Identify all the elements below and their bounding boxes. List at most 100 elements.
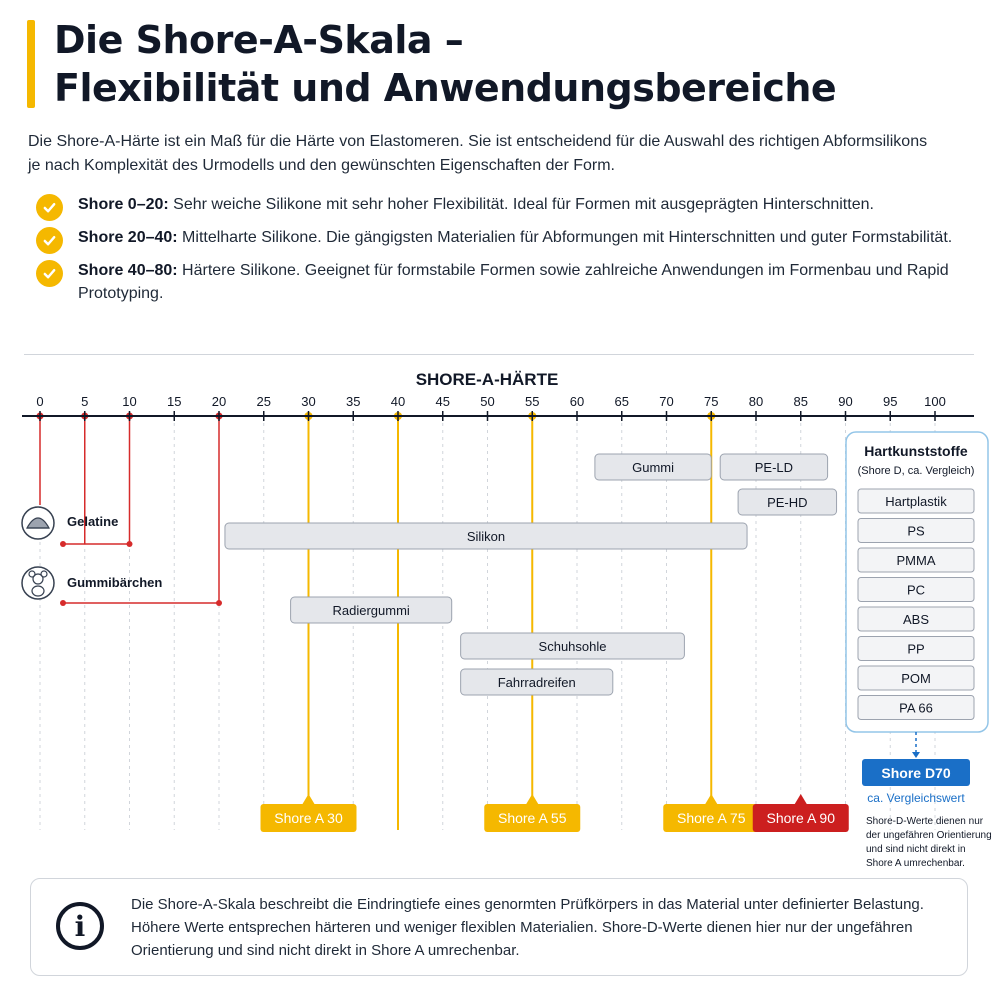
bullet-text: Härtere Silikone. Geeignet für formstabi… bbox=[78, 262, 949, 302]
gummy-bear-label: Gummibärchen bbox=[67, 575, 162, 590]
shore-d-note-line: Shore-D-Werte dienen nur bbox=[866, 816, 984, 827]
section-divider bbox=[24, 354, 974, 355]
range-bar bbox=[594, 453, 712, 481]
bullet-label: Shore 40–80: bbox=[78, 262, 178, 279]
tick-label: 80 bbox=[749, 394, 763, 409]
check-icon bbox=[36, 194, 63, 221]
tick-label: 35 bbox=[346, 394, 360, 409]
hard-plastic-label: PC bbox=[907, 583, 925, 598]
tick-label: 90 bbox=[838, 394, 852, 409]
connector-arrow bbox=[912, 752, 920, 758]
marker-badge-pointer bbox=[526, 794, 539, 804]
tick-label: 70 bbox=[659, 394, 673, 409]
range-label: Schuhsohle bbox=[539, 639, 607, 654]
gummy-bear-icon bbox=[21, 566, 55, 600]
hard-plastic-label: PS bbox=[907, 524, 925, 539]
shore-d-badge-label: Shore D70 bbox=[881, 765, 950, 781]
soft-range-dot bbox=[60, 541, 66, 547]
bullet-text: Mittelharte Silikone. Die gängigsten Mat… bbox=[177, 229, 953, 246]
hard-plastic-label: PMMA bbox=[897, 553, 936, 568]
tick-label: 45 bbox=[436, 394, 450, 409]
hard-plastic-label: Hartplastik bbox=[885, 494, 947, 509]
tick-label: 75 bbox=[704, 394, 718, 409]
hard-plastic-item bbox=[857, 518, 975, 543]
hard-plastic-item bbox=[857, 577, 975, 602]
marker-badge-label: Shore A 75 bbox=[677, 810, 746, 826]
page-title: Die Shore-A-Skala – Flexibilität und Anw… bbox=[54, 16, 837, 112]
bullet-item: Shore 20–40: Mittelharte Silikone. Die g… bbox=[36, 226, 966, 254]
hard-plastic-item bbox=[857, 606, 975, 632]
intro-paragraph: Die Shore-A-Härte ist ein Maß für die Hä… bbox=[28, 133, 928, 174]
tick-label: 15 bbox=[167, 394, 181, 409]
hard-plastic-label: PP bbox=[907, 642, 924, 657]
shore-d-note-line: und sind nicht direkt in bbox=[866, 844, 966, 855]
tick-label: 30 bbox=[301, 394, 315, 409]
range-bar bbox=[719, 453, 829, 481]
title-line-1: Die Shore-A-Skala – bbox=[54, 18, 464, 62]
shore-d-caption: ca. Vergleichswert bbox=[867, 791, 965, 805]
marker-badge-pointer bbox=[705, 794, 718, 804]
range-label: Silikon bbox=[467, 529, 505, 544]
hard-plastic-item bbox=[857, 636, 975, 661]
gelatine-label: Gelatine bbox=[67, 514, 118, 529]
range-label: PE-LD bbox=[755, 460, 793, 475]
bullet-item: Shore 0–20: Sehr weiche Silikone mit seh… bbox=[36, 193, 966, 221]
info-text: Die Shore-A-Skala beschreibt die Eindrin… bbox=[131, 896, 924, 959]
soft-range-dot bbox=[60, 600, 66, 606]
soft-material-lines bbox=[36, 412, 223, 606]
marker-badge-pointer bbox=[302, 794, 315, 804]
check-icon bbox=[36, 260, 63, 287]
marker-badge-label: Shore A 90 bbox=[766, 810, 835, 826]
tick-label: 65 bbox=[615, 394, 629, 409]
bullet-text: Sehr weiche Silikone mit sehr hoher Flex… bbox=[168, 196, 874, 213]
range-label: Radiergummi bbox=[332, 603, 409, 618]
shore-d-badge bbox=[862, 759, 970, 786]
hard-plastic-item bbox=[857, 695, 975, 720]
range-bar bbox=[460, 668, 614, 696]
hard-plastic-label: POM bbox=[901, 671, 931, 686]
range-bar bbox=[224, 522, 748, 550]
tick-label: 10 bbox=[122, 394, 136, 409]
marker-badge-label: Shore A 30 bbox=[274, 810, 343, 826]
tick-label: 20 bbox=[212, 394, 226, 409]
bullet-label: Shore 20–40: bbox=[78, 229, 178, 246]
range-bar bbox=[737, 488, 838, 516]
range-bar bbox=[290, 596, 453, 624]
shore-d-note-line: der ungefähren Orientierung bbox=[866, 830, 992, 841]
gelatine-icon bbox=[21, 506, 55, 540]
hard-plastic-label: ABS bbox=[903, 612, 929, 627]
marker-badge bbox=[752, 804, 849, 832]
tick-label: 60 bbox=[570, 394, 584, 409]
info-icon: i bbox=[56, 902, 104, 950]
marker-badge bbox=[484, 804, 581, 832]
hard-plastics-title: Hartkunststoffe bbox=[864, 443, 968, 459]
tick-label: 0 bbox=[36, 394, 43, 409]
title-line-2: Flexibilität und Anwendungsbereiche bbox=[54, 66, 837, 110]
soft-range-dot bbox=[216, 600, 222, 606]
soft-range-dot bbox=[126, 541, 133, 547]
title-accent-bar bbox=[27, 20, 35, 108]
range-label: PE-HD bbox=[767, 495, 807, 510]
hardness-bullet-list: Shore 0–20: Sehr weiche Silikone mit seh… bbox=[36, 193, 966, 315]
range-label: Gummi bbox=[632, 460, 674, 475]
bullet-item: Shore 40–80: Härtere Silikone. Geeignet … bbox=[36, 259, 966, 305]
tick-label: 5 bbox=[81, 394, 88, 409]
hard-plastics-subtitle: (Shore D, ca. Vergleich) bbox=[858, 465, 975, 477]
marker-badge bbox=[663, 804, 760, 832]
range-label: Fahrradreifen bbox=[498, 675, 576, 690]
info-box: i Die Shore-A-Skala beschreibt die Eindr… bbox=[30, 878, 968, 976]
hard-plastic-item bbox=[857, 488, 975, 514]
soft-materials: Gelatine Gummibärchen bbox=[21, 506, 162, 600]
marker-badge-pointer bbox=[794, 794, 807, 804]
chart-title: SHORE-A-HÄRTE bbox=[416, 370, 559, 389]
range-bar bbox=[460, 632, 685, 660]
hard-plastic-label: PA 66 bbox=[899, 701, 933, 716]
tick-label: 50 bbox=[480, 394, 494, 409]
bullet-label: Shore 0–20: bbox=[78, 196, 169, 213]
tick-label: 25 bbox=[257, 394, 271, 409]
tick-label: 85 bbox=[794, 394, 808, 409]
hard-plastic-item bbox=[857, 547, 975, 573]
